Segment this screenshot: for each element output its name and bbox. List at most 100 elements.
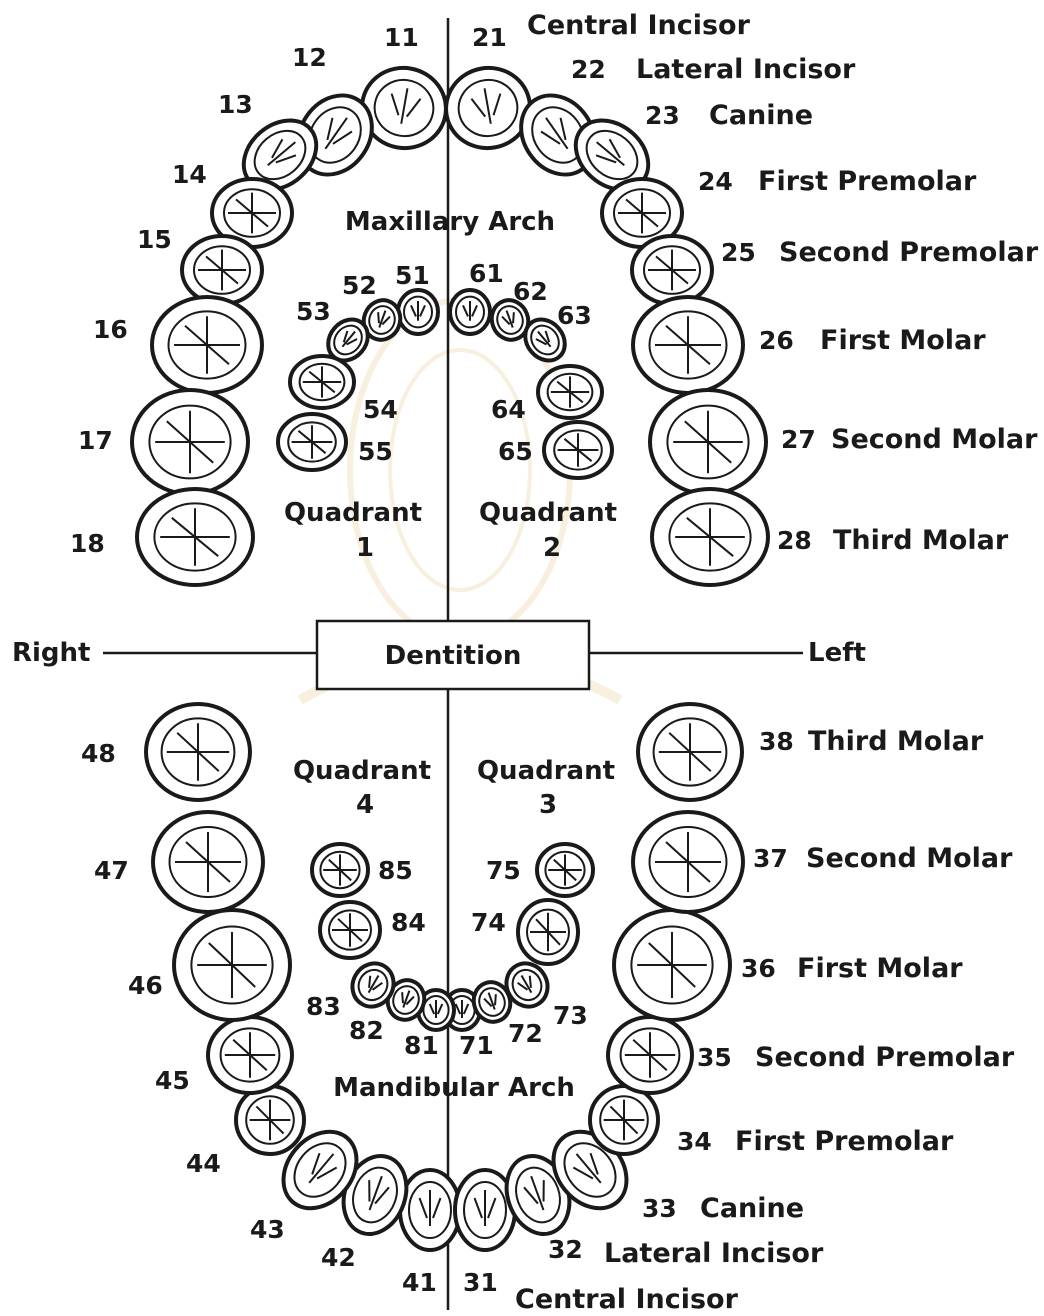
tooth-number-12: 12 [292,43,327,72]
tooth-number-46: 46 [128,971,163,1000]
tooth-number-73: 73 [553,1001,588,1030]
tooth-65 [544,422,612,478]
tooth-46 [174,910,290,1020]
tooth-number-26: 26 [759,326,794,355]
right-label: Right [12,638,90,668]
tooth-28 [652,489,768,585]
tooth-number-62: 62 [513,277,548,306]
tooth-number-84: 84 [391,908,426,937]
tooth-name-25: Second Premolar [779,237,1039,268]
tooth-64 [538,366,602,418]
tooth-34 [590,1086,658,1154]
tooth-number-45: 45 [155,1066,190,1095]
tooth-number-53: 53 [296,297,331,326]
tooth-name-37: Second Molar [806,843,1013,874]
tooth-35 [608,1017,692,1093]
tooth-51 [398,290,438,334]
tooth-number-75: 75 [486,856,521,885]
tooth-18 [137,489,253,585]
tooth-name-32: Lateral Incisor [604,1238,824,1269]
tooth-number-21: 21 [472,23,507,52]
tooth-number-81: 81 [404,1031,439,1060]
tooth-number-32: 32 [548,1235,583,1264]
tooth-name-27: Second Molar [831,424,1038,455]
left-label: Left [808,638,866,668]
tooth-61 [450,290,490,334]
quadrant-1-number: 1 [356,533,374,563]
tooth-name-38: Third Molar [808,726,984,757]
tooth-number-14: 14 [172,160,207,189]
tooth-number-36: 36 [741,954,776,983]
tooth-25 [632,236,712,304]
tooth-number-74: 74 [471,908,506,937]
tooth-number-52: 52 [342,271,377,300]
tooth-number-83: 83 [306,992,341,1021]
tooth-41 [400,1170,460,1250]
tooth-name-31: Central Incisor [515,1284,739,1315]
quadrant-3-word: Quadrant [477,756,615,786]
tooth-45 [208,1017,292,1093]
tooth-15 [182,236,262,304]
tooth-74 [518,900,578,964]
tooth-75 [537,844,593,896]
quadrant-1-word: Quadrant [284,498,422,528]
tooth-number-42: 42 [321,1243,356,1272]
quadrant-3-number: 3 [539,790,557,820]
tooth-number-34: 34 [677,1127,712,1156]
tooth-name-34: First Premolar [735,1126,954,1157]
tooth-number-25: 25 [721,238,756,267]
tooth-number-55: 55 [358,437,393,466]
tooth-number-28: 28 [777,526,812,555]
tooth-17 [132,390,248,494]
tooth-number-11: 11 [384,23,419,52]
tooth-name-21: Central Incisor [527,10,751,41]
tooth-name-23: Canine [709,100,813,131]
tooth-36 [614,910,730,1020]
tooth-84 [320,902,380,958]
tooth-number-31: 31 [463,1268,498,1297]
tooth-number-51: 51 [395,261,430,290]
tooth-name-28: Third Molar [833,525,1009,556]
quadrant-4-number: 4 [356,790,374,820]
tooth-number-22: 22 [571,55,606,84]
tooth-name-22: Lateral Incisor [636,54,856,85]
tooth-number-38: 38 [759,727,794,756]
tooth-name-36: First Molar [797,953,963,984]
tooth-name-24: First Premolar [758,166,977,197]
tooth-number-16: 16 [93,315,128,344]
tooth-number-82: 82 [349,1016,384,1045]
quadrant-2-word: Quadrant [479,498,617,528]
tooth-number-23: 23 [645,101,680,130]
tooth-number-47: 47 [94,856,129,885]
tooth-47 [153,812,263,912]
quadrant-4-word: Quadrant [293,756,431,786]
tooth-number-41: 41 [402,1268,437,1297]
tooth-number-54: 54 [363,395,398,424]
tooth-37 [633,812,743,912]
tooth-number-33: 33 [642,1194,677,1223]
mandibular-arch-label: Mandibular Arch [333,1073,575,1103]
tooth-54 [290,356,354,408]
tooth-number-15: 15 [137,225,172,254]
tooth-number-65: 65 [498,437,533,466]
tooth-name-33: Canine [700,1193,804,1224]
tooth-number-24: 24 [698,167,733,196]
quadrant-2-number: 2 [543,533,561,563]
tooth-26 [633,297,743,393]
tooth-number-37: 37 [753,844,788,873]
tooth-number-64: 64 [491,395,526,424]
tooth-number-85: 85 [378,856,413,885]
tooth-27 [650,390,766,494]
tooth-name-26: First Molar [820,325,986,356]
tooth-44 [236,1086,304,1154]
tooth-number-44: 44 [186,1149,221,1178]
maxillary-arch-label: Maxillary Arch [345,207,555,237]
tooth-85 [312,844,368,896]
tooth-number-48: 48 [81,739,116,768]
tooth-48 [146,704,250,800]
tooth-number-35: 35 [697,1043,732,1072]
tooth-16 [152,297,262,393]
tooth-name-35: Second Premolar [755,1042,1015,1073]
tooth-55 [278,414,346,470]
